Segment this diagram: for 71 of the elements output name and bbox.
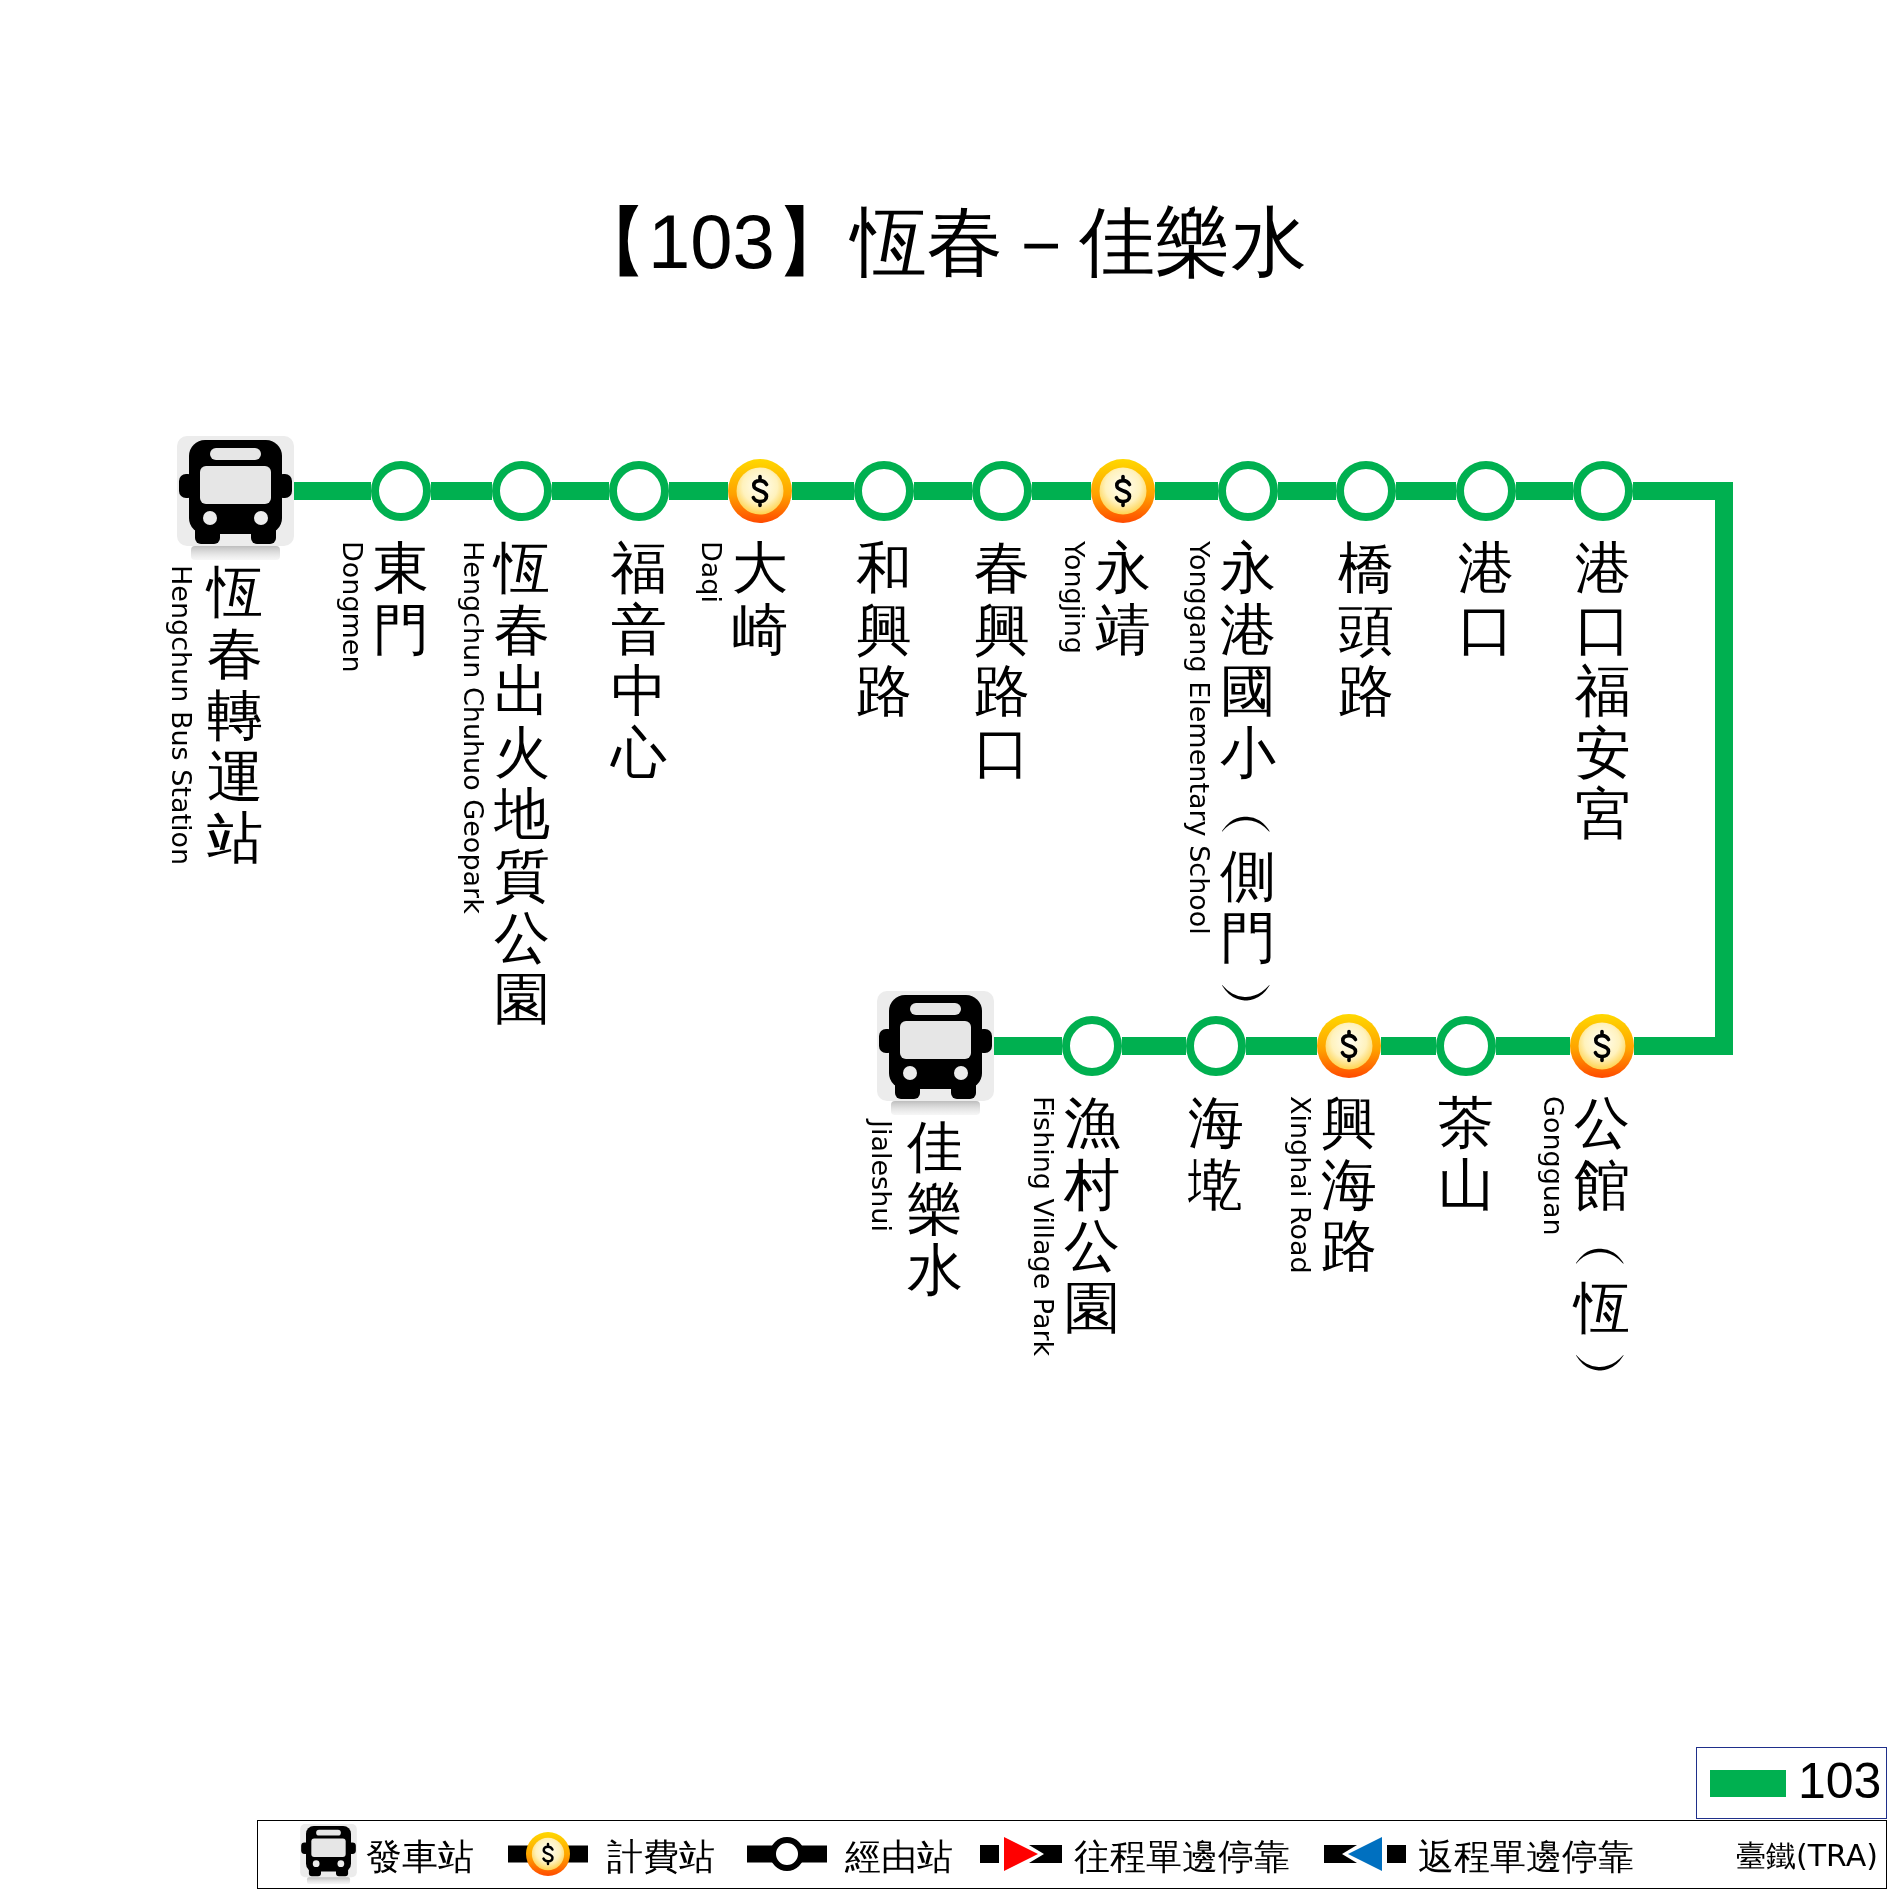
- ring-icon: [1186, 1016, 1246, 1076]
- dollar-coin-icon: [1091, 459, 1155, 523]
- legend-label: 發車站: [366, 1835, 474, 1879]
- romanized-name: Yonggang Elementary School: [1183, 541, 1215, 935]
- ring-icon: [854, 461, 914, 521]
- station-name: 恆春轉運站: [207, 561, 263, 869]
- romanized-name: Jialeshui: [865, 1120, 897, 1232]
- station-name: 興海路: [1321, 1092, 1377, 1277]
- romanized-name: Fishing Village Park: [1027, 1096, 1059, 1357]
- route-line: [552, 482, 609, 500]
- romanized-name: Hengchun Chuhuo Geopark: [457, 541, 489, 914]
- romanized-name: Xinghai Road: [1284, 1096, 1316, 1274]
- station-name: 港口福安宮: [1575, 537, 1631, 845]
- station-name: 漁村公園: [1064, 1092, 1120, 1339]
- route-line: [1516, 482, 1573, 500]
- bus-icon: [876, 991, 994, 1115]
- route-line: [1155, 482, 1218, 500]
- route-line: [1496, 1037, 1570, 1055]
- route-line: [1246, 1037, 1317, 1055]
- title: 【103】恆春－佳樂水: [572, 198, 1307, 286]
- station-name: 永港國小︵側門︶: [1220, 537, 1276, 1030]
- station-name: 海墘: [1188, 1092, 1244, 1216]
- station-name: 橋頭路: [1338, 537, 1394, 722]
- ring-icon: [492, 461, 552, 521]
- romanized-name: Gongguan: [1537, 1096, 1569, 1236]
- station-name: 公館︵恆︶: [1574, 1092, 1630, 1400]
- ring-icon: [371, 461, 431, 521]
- station-name: 佳樂水: [907, 1116, 963, 1301]
- station-name: 大崎: [732, 537, 788, 661]
- station-name: 永靖: [1095, 537, 1151, 661]
- station-name: 春興路口: [974, 537, 1030, 784]
- legend-label: 返程單邊停靠: [1418, 1835, 1634, 1879]
- route-line: [1278, 482, 1336, 500]
- station-name: 茶山: [1438, 1092, 1494, 1216]
- ring-icon: [1336, 461, 1396, 521]
- ring-icon: [1573, 461, 1633, 521]
- route-line: [792, 482, 854, 500]
- romanized-name: Dongmen: [336, 541, 368, 673]
- ring-icon: [1436, 1016, 1496, 1076]
- legend-label: 103: [1798, 1752, 1882, 1811]
- station-name: 東門: [373, 537, 429, 661]
- ring-icon: [1218, 461, 1278, 521]
- route-line: [1381, 1037, 1436, 1055]
- route-line: [1032, 482, 1091, 500]
- route-line: [669, 482, 728, 500]
- legend-label: 計費站: [607, 1835, 715, 1879]
- route-line: [1396, 482, 1456, 500]
- route-line: [431, 482, 492, 500]
- ring-icon: [972, 461, 1032, 521]
- station-name: 港口: [1458, 537, 1514, 661]
- romanized-name: Hengchun Bus Station: [165, 565, 197, 866]
- station-name: 福音中心: [611, 537, 667, 784]
- dollar-coin-icon: [1570, 1014, 1634, 1078]
- bus-icon: [176, 436, 294, 560]
- legend-label: 經由站: [845, 1835, 953, 1879]
- route-line: [993, 1037, 1062, 1055]
- legend-label: 往程單邊停靠: [1074, 1835, 1290, 1879]
- romanized-name: Yongjing: [1058, 541, 1090, 654]
- ring-icon: [1062, 1016, 1122, 1076]
- route-line: [914, 482, 972, 500]
- dollar-coin-icon: [1317, 1014, 1381, 1078]
- route-line: [1633, 482, 1733, 1055]
- ring-icon: [1456, 461, 1516, 521]
- romanized-name: Daqi: [695, 541, 727, 603]
- ring-icon: [609, 461, 669, 521]
- station-name: 和興路: [856, 537, 912, 722]
- dollar-coin-icon: [728, 459, 792, 523]
- legend-label: 臺鐵(TRA): [1736, 1838, 1878, 1874]
- route-line: [1122, 1037, 1186, 1055]
- station-name: 恆春出火地質公園: [494, 537, 550, 1030]
- route-line: [293, 482, 371, 500]
